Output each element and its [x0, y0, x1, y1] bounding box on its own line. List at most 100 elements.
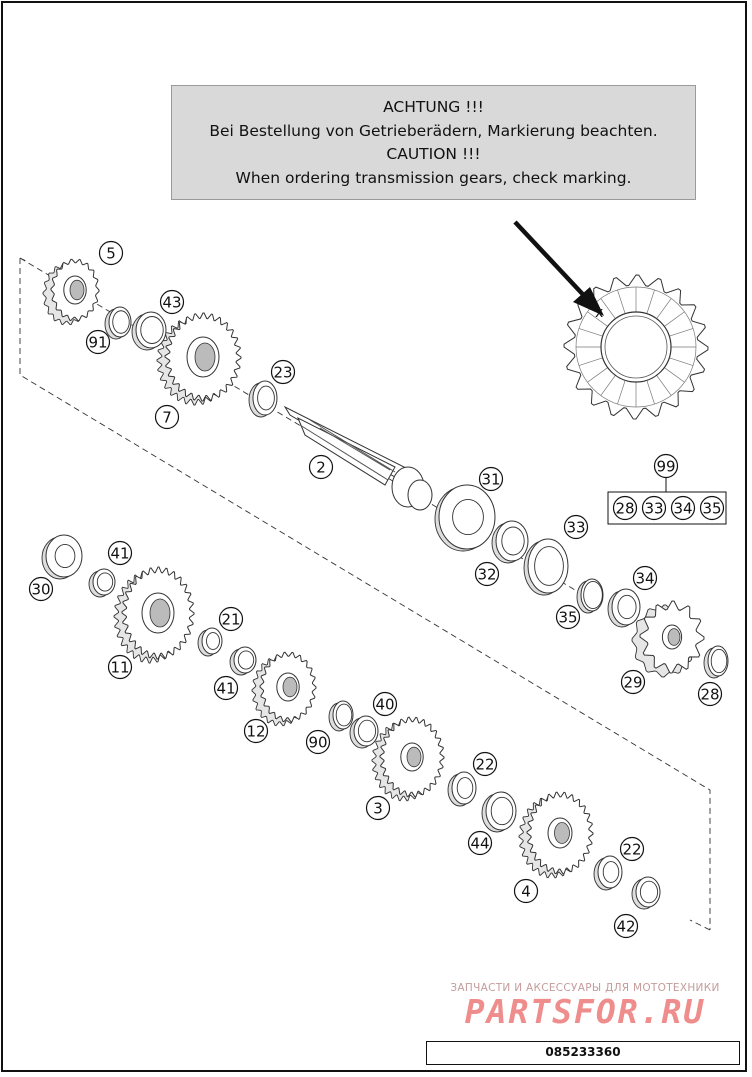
bearing-30	[41, 534, 83, 580]
gear-4-bore	[554, 822, 570, 844]
notice-line-1: ACHTUNG !!!	[383, 98, 484, 116]
bearing-30-inner	[54, 544, 76, 569]
callout-22b: 22	[619, 836, 645, 862]
detail-gear-spoke	[600, 298, 616, 319]
gear-7	[156, 312, 242, 406]
callout-number: 3	[373, 800, 383, 818]
diagram-part-number: 085233360	[426, 1041, 740, 1065]
detail-gear-spoke	[656, 298, 672, 319]
callout-circle	[620, 669, 646, 695]
callout-circle	[218, 606, 244, 632]
detail-gear-spoke	[587, 311, 608, 327]
callout-circle	[513, 878, 539, 904]
kit-item: 34	[670, 495, 696, 521]
callout-28: 28	[697, 681, 723, 707]
callout-22a: 22	[472, 751, 498, 777]
callout-number: 5	[106, 245, 116, 263]
callout-circle	[372, 691, 398, 717]
callout-33: 33	[563, 514, 589, 540]
callout-circle	[154, 404, 180, 430]
kit-item-number: 34	[673, 500, 692, 518]
callout-2: 2	[308, 454, 334, 480]
callout-circle	[98, 240, 124, 266]
detail-gear-spoke	[646, 380, 655, 405]
callout-44: 44	[467, 830, 493, 856]
callout-34: 34	[632, 565, 658, 591]
gear-shapes	[42, 258, 705, 879]
gear-4	[518, 791, 594, 879]
assembly-dashed-outline	[19, 257, 711, 931]
callout-number: 4	[521, 883, 531, 901]
callout-number: 29	[623, 674, 642, 692]
kit-group-99	[607, 478, 727, 525]
gear-3	[371, 716, 445, 802]
callout-number: 31	[481, 471, 500, 489]
washer-44-inner	[490, 796, 514, 826]
callout-number: 2	[316, 459, 326, 477]
callout-number: 91	[88, 334, 107, 352]
callout-circle	[213, 675, 239, 701]
marking-arrow-head-icon	[573, 287, 604, 316]
detail-gear-spoke	[600, 375, 616, 396]
callout-circle	[478, 466, 504, 492]
bushing-34	[607, 588, 641, 628]
ring-33-inner	[534, 546, 564, 586]
callout-number: 35	[558, 609, 577, 627]
callout-number: 40	[375, 696, 394, 714]
callout-23: 23	[270, 359, 296, 385]
callout-number: 32	[477, 566, 496, 584]
callout-number: 42	[616, 918, 635, 936]
bushing-23	[248, 380, 278, 418]
kit-item: 33	[641, 495, 667, 521]
callout-91: 91	[85, 329, 111, 355]
washer-40-inner	[357, 719, 377, 743]
washer-42-inner	[639, 880, 659, 904]
callout-circle	[670, 495, 696, 521]
callout-41a: 41	[107, 540, 133, 566]
callout-circle	[563, 514, 589, 540]
circlip-28-inner	[710, 648, 728, 674]
callout-number: 22	[622, 841, 641, 859]
bushing-23-inner	[257, 385, 275, 411]
callout-number: 7	[162, 409, 172, 427]
o-ring-35-inner	[583, 580, 603, 610]
callout-circle	[613, 913, 639, 939]
callout-circle	[555, 604, 581, 630]
callout-circle	[474, 561, 500, 587]
callout-circle	[653, 453, 679, 479]
kit-item: 28	[612, 495, 638, 521]
callout-number: 41	[110, 545, 129, 563]
callout-circle	[28, 576, 54, 602]
partsfor-watermark: ЗАПЧАСТИ И АКСЕССУАРЫ ДЛЯ МОТОТЕХНИКИ PA…	[424, 982, 746, 1030]
bearing-31-inner	[452, 498, 484, 536]
callout-35: 35	[555, 604, 581, 630]
detail-gear-spoke	[656, 375, 672, 396]
callout-circle	[107, 540, 133, 566]
callout-31: 31	[478, 466, 504, 492]
callout-circle	[243, 718, 269, 744]
callout-circle	[107, 654, 133, 680]
callout-circle	[641, 495, 667, 521]
callout-number: 28	[700, 686, 719, 704]
detail-gear-spoke	[587, 367, 608, 383]
gear-12	[251, 651, 317, 727]
washer-41a	[88, 568, 116, 598]
watermark-caption: ЗАПЧАСТИ И АКСЕССУАРЫ ДЛЯ МОТОТЕХНИКИ	[450, 982, 720, 994]
kit-item: 35	[699, 495, 725, 521]
callout-41b: 41	[213, 675, 239, 701]
detail-gear-spoke	[664, 311, 685, 327]
detail-gear-spoke	[669, 357, 694, 366]
callout-number: 43	[162, 294, 181, 312]
callout-number: 21	[221, 611, 240, 629]
callout-labels: 5914372323132333534292830411121411290403…	[28, 240, 725, 939]
callout-circle	[697, 681, 723, 707]
callout-number: 44	[470, 835, 489, 853]
callout-number: 90	[308, 734, 327, 752]
callout-3: 3	[365, 795, 391, 821]
gear-5-bore	[69, 279, 85, 301]
washer-43	[131, 311, 167, 351]
callout-5: 5	[98, 240, 124, 266]
callout-circle	[85, 329, 111, 355]
callout-number: 33	[566, 519, 585, 537]
